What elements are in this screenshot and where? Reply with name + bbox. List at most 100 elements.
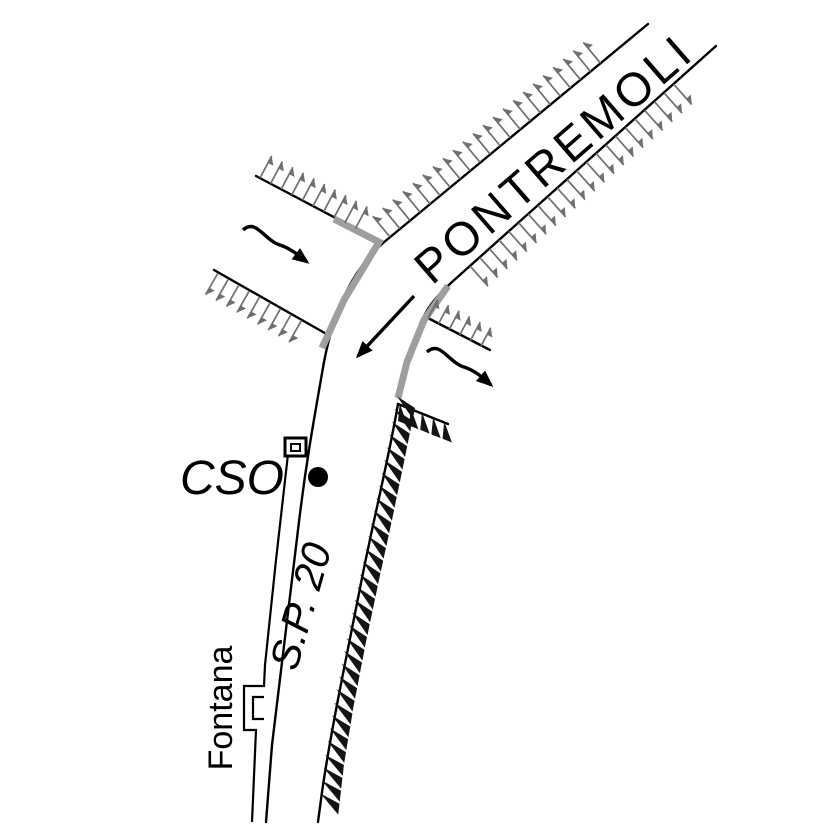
hatch-tick (354, 206, 368, 229)
hatch-tick (204, 272, 219, 296)
slope-tooth (370, 523, 389, 547)
hatch-tick-flag (583, 42, 593, 49)
fringe-road-upper-right (469, 83, 693, 287)
hatch-tick (537, 204, 557, 227)
slope-tooth (384, 459, 402, 483)
hatch-tick-flag (493, 116, 503, 123)
hatch-tick (288, 319, 303, 343)
hatch-tick-flag (589, 181, 595, 191)
hatch-tick-flag (482, 276, 488, 287)
hatch-tick-flag (686, 94, 692, 105)
slope-tooth (339, 676, 358, 699)
hatch-tick-flag (237, 305, 247, 313)
slope-tooth (357, 586, 375, 610)
hatch-tick-flag (257, 317, 267, 325)
hatch-tick-flag (321, 184, 327, 194)
fountain-structure-detail (251, 695, 264, 721)
hatch-tick-flag (299, 172, 306, 183)
slope-tooth (365, 548, 384, 572)
hatch-tick-flag (278, 161, 284, 172)
hatch-tick-flag (422, 174, 433, 181)
hatch-tick (492, 116, 511, 139)
hatch-tick-flag (216, 293, 226, 301)
branch-road-lower-edge (212, 268, 332, 338)
hatch-tick-flag (553, 67, 563, 74)
hatch-tick (498, 239, 518, 261)
hatch-tick-flag (487, 327, 493, 338)
hatch-tick-flag (247, 311, 257, 319)
hatch-tick (459, 316, 471, 336)
slope-tooth (334, 702, 353, 725)
hatch-tick (312, 183, 326, 207)
hatch-tick (673, 83, 693, 106)
hatch-tick-flag (563, 58, 573, 66)
hatch-tick-flag (540, 224, 547, 235)
slope-tooth (343, 650, 362, 674)
slope-tooth (381, 472, 400, 496)
slope-tooth (376, 498, 395, 521)
hatch-tick-flag (402, 191, 413, 198)
slope-tooth (386, 447, 405, 470)
hatch-tick (322, 189, 337, 213)
hatch-tick-flag (412, 183, 423, 190)
hatch-tick-flag (503, 108, 513, 115)
hatch-tick-flag (289, 335, 299, 343)
hatch-tick (372, 215, 391, 238)
hatch-tick-flag (289, 167, 295, 177)
exit-road-upper-edge (422, 314, 492, 352)
hatch-tick-flag (268, 155, 274, 166)
hatch-tick-flag (372, 216, 383, 223)
hatch-tick (653, 101, 673, 123)
hatch-tick-flag (342, 195, 348, 206)
hatch-tick-flag (476, 322, 482, 332)
hatch-tick-flag (550, 215, 556, 226)
slope-tooth (349, 625, 367, 648)
hatch-tick-flag (392, 199, 403, 206)
hatch-tick-flag (570, 198, 576, 209)
slope-tooth (351, 612, 370, 636)
site-dot-marker (308, 467, 328, 487)
slope-tooth (431, 416, 441, 439)
hatch-tick (542, 74, 562, 97)
hatch-tick (502, 108, 521, 130)
route-arrows (241, 224, 494, 387)
junction-edge-left (318, 215, 384, 350)
hatch-tick-flag (352, 200, 359, 211)
label-provincial-road: S.P. 20 (261, 538, 341, 675)
hatch-tick (488, 248, 509, 270)
hatch-tick-flag (382, 207, 393, 215)
hatch-tick (269, 161, 284, 184)
hatch-tick (582, 41, 602, 64)
hatch-tick-flag (473, 133, 483, 140)
label-fountain: Fontana (202, 646, 240, 771)
label-destination-road: PONTREMOLI (404, 23, 703, 293)
slope-tooth (323, 767, 343, 789)
hatch-tick-flag (433, 166, 443, 173)
hatch-tick (344, 200, 358, 224)
slope-tooth (442, 421, 452, 443)
hatch-tick (452, 149, 471, 172)
hatch-tick-flag (268, 323, 278, 331)
hatch-tick-flag (465, 316, 472, 327)
slope-tooth (389, 434, 408, 457)
hatch-tick (595, 152, 615, 175)
slope-tooth (397, 396, 415, 419)
label-site: CSO (180, 452, 284, 505)
hatch-tick-flag (531, 232, 537, 243)
hatch-tick-flag (310, 178, 316, 189)
hatch-tick-flag (226, 299, 236, 307)
fountain-boundary-line (242, 453, 290, 823)
fringe-branch-upper (259, 155, 369, 229)
hatch-tick-flag (511, 250, 518, 261)
fringe-exit-upper (427, 299, 493, 347)
entry-route-wavy-arrow (241, 224, 310, 264)
slope-tooth (327, 740, 346, 763)
fringe-branch-lower (204, 272, 303, 343)
hatch-tick-flag (492, 267, 498, 278)
hatch-tick (508, 230, 528, 253)
fringe-road-upper-left (372, 41, 602, 238)
main-road-right-edge-lower (316, 402, 400, 824)
slope-tooth (324, 754, 344, 776)
